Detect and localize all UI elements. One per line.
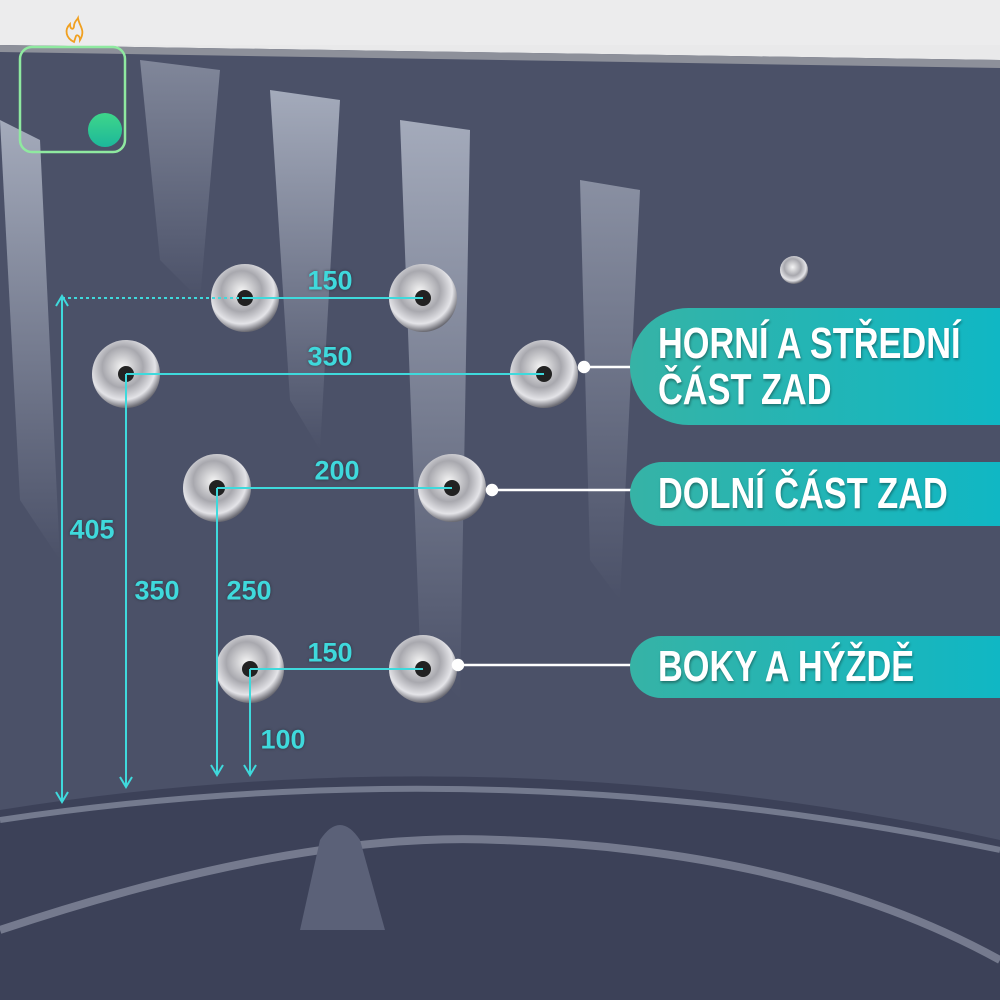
dim-upper-pair: 350	[307, 341, 353, 372]
measure-lines	[55, 294, 544, 804]
dim-top-pair: 150	[307, 265, 353, 296]
flame-icon	[65, 14, 84, 44]
dim-upper-height: 350	[134, 575, 180, 606]
logo	[18, 14, 127, 154]
connector-lines	[451, 360, 632, 672]
label-hips-text: BOKY A HÝŽDĚ	[658, 642, 915, 691]
dim-middle-height: 250	[226, 575, 272, 606]
dim-bottom-pair: 150	[307, 637, 353, 668]
label-upper-back-line2: ČÁST ZAD	[658, 364, 832, 414]
label-upper-back: HORNÍ A STŘEDNÍ ČÁST ZAD	[630, 308, 1000, 425]
dim-total-height: 405	[69, 514, 115, 545]
label-lower-back: DOLNÍ ČÁST ZAD	[630, 462, 1000, 526]
label-lower-back-text: DOLNÍ ČÁST ZAD	[658, 469, 948, 518]
label-hips: BOKY A HÝŽDĚ	[630, 636, 1000, 698]
label-upper-back-line1: HORNÍ A STŘEDNÍ	[658, 318, 961, 368]
dim-middle-pair: 200	[314, 455, 360, 486]
small-jet	[780, 256, 808, 284]
dim-bottom-height: 100	[260, 724, 306, 755]
